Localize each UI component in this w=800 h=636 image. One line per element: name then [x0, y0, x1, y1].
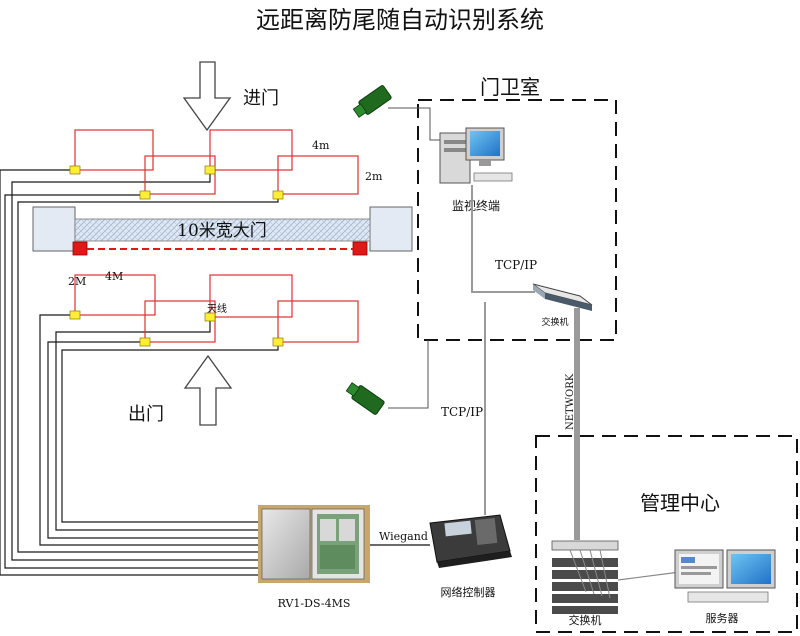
antenna-label: 天线 — [207, 302, 227, 315]
gate — [32, 206, 413, 256]
entrance-label: 进门 — [243, 88, 279, 109]
page-title: 远距离防尾随自动识别系统 — [256, 6, 544, 34]
network-controller-icon — [429, 514, 512, 568]
cable-monitor-to-switch — [471, 185, 535, 293]
switch-center-label: 交换机 — [569, 613, 602, 627]
camera-bottom-icon — [345, 382, 385, 415]
center-switch-icon — [551, 540, 619, 614]
reader-model-label: RV1-DS-4MS — [278, 597, 351, 610]
tcpip-top-label: TCP/IP — [495, 258, 537, 272]
dim-2M: 2M — [68, 275, 86, 288]
dim-2m: 2m — [365, 170, 383, 183]
server-icon — [674, 549, 776, 603]
dim-4M: 4M — [105, 270, 123, 283]
guard-switch-icon — [532, 283, 593, 311]
gate-label: 10米宽大门 — [177, 221, 267, 241]
server-label: 服务器 — [706, 612, 739, 625]
camera-top-cable — [388, 107, 442, 141]
management-center-box — [535, 435, 798, 633]
upper-sensors — [69, 165, 284, 200]
tcpip-mid-label: TCP/IP — [441, 405, 483, 419]
monitor-terminal-label: 监视终端 — [452, 198, 500, 213]
guard-room-box — [417, 99, 617, 341]
reader-cabinet-icon — [258, 505, 370, 583]
cable-bundle — [0, 169, 279, 576]
cable-switch-to-server — [617, 571, 681, 581]
dim-4m: 4m — [312, 139, 330, 152]
management-center-label: 管理中心 — [640, 491, 720, 515]
upper-antenna-loops — [74, 129, 359, 195]
lower-antenna-loops — [74, 274, 359, 343]
lower-sensors — [69, 310, 284, 347]
network-label: NETWORK — [565, 373, 576, 430]
exit-arrow-icon — [183, 354, 233, 426]
network-controller-label: 网络控制器 — [441, 585, 496, 599]
guard-room-label: 门卫室 — [480, 75, 540, 99]
camera-bottom-cable — [388, 340, 429, 409]
entrance-arrow-icon — [182, 61, 232, 132]
switch-guard-label: 交换机 — [541, 316, 568, 328]
camera-top-icon — [352, 85, 392, 118]
wiegand-label: Wiegand — [379, 530, 428, 543]
exit-label: 出门 — [128, 404, 164, 425]
monitor-terminal-icon — [439, 127, 513, 184]
